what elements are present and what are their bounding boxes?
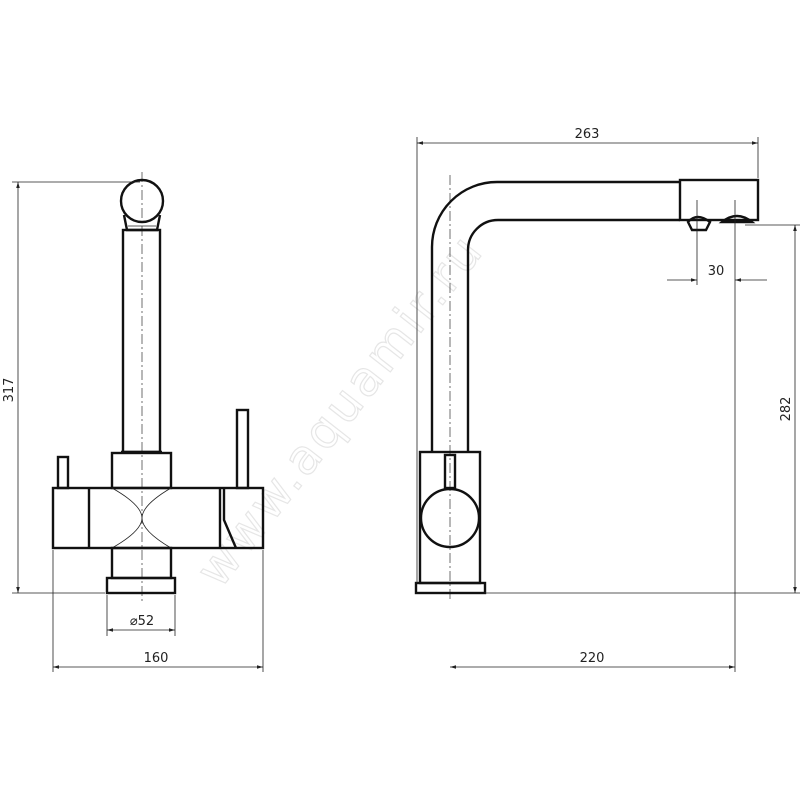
spout-ball (119, 178, 165, 224)
watermark: www.aquamir.ru (185, 223, 495, 597)
spout-outer (430, 180, 680, 452)
side-dimensions: 263 30 282 220 (416, 127, 800, 672)
width-dimension-label: 160 (144, 651, 169, 666)
right-lever (235, 408, 250, 490)
front-dimensions: 317 ⌀52 160 (2, 181, 264, 672)
outlet-height-dimension-label: 282 (779, 397, 794, 422)
left-lever (56, 455, 70, 490)
side-view (414, 175, 760, 600)
side-handle-disc (419, 487, 481, 549)
overall-reach-dimension-label: 263 (575, 127, 600, 142)
spout-head (678, 178, 760, 222)
outlet-spacing-dimension-label: 30 (708, 264, 725, 279)
body-intersection-curves (111, 487, 172, 549)
base-diameter-dimension-label: ⌀52 (130, 614, 154, 629)
base-plate (105, 576, 177, 595)
aerator-left (686, 215, 712, 232)
right-cap-edge (218, 488, 238, 549)
spout-reach-dimension-label: 220 (580, 651, 605, 666)
spout-stem (121, 228, 162, 454)
front-view (51, 172, 265, 602)
height-dimension-label: 317 (2, 378, 17, 403)
spout-inner (466, 218, 680, 452)
body-top (110, 451, 173, 490)
body-bottom (110, 546, 173, 580)
aerator-right (718, 214, 756, 224)
side-base-plate (414, 581, 487, 595)
